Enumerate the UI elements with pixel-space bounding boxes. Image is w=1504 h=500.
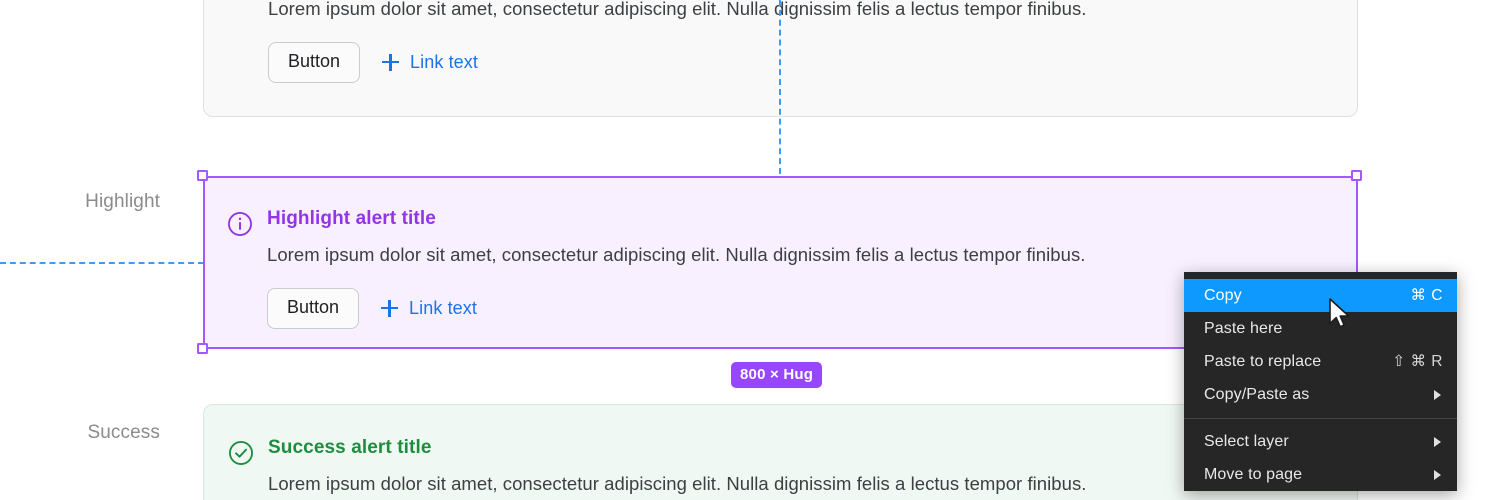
row-label-highlight: Highlight: [85, 191, 160, 212]
alert-title: Success alert title: [268, 437, 432, 458]
plus-icon: [381, 299, 399, 317]
selection-handle-top-left[interactable]: [197, 170, 208, 181]
info-circle-icon: [227, 211, 253, 237]
alert-actions: Button Link text: [268, 41, 1333, 83]
plus-icon: [382, 53, 400, 71]
alert-card-highlight[interactable]: Highlight alert title Lorem ipsum dolor …: [203, 176, 1358, 349]
alert-card-success[interactable]: Success alert title Lorem ipsum dolor si…: [203, 404, 1358, 500]
context-menu-item-paste-here[interactable]: Paste here: [1184, 312, 1457, 345]
alert-link[interactable]: Link text: [382, 52, 478, 73]
alignment-guide-vertical: [779, 0, 781, 174]
context-menu-item-paste-to-replace[interactable]: Paste to replace ⇧ ⌘ R: [1184, 345, 1457, 378]
alert-description: Lorem ipsum dolor sit amet, consectetur …: [268, 0, 1087, 19]
row-label-success: Success: [87, 422, 160, 443]
alert-actions: Button Link text: [267, 287, 1334, 329]
alignment-guide-horizontal: [0, 262, 204, 264]
alert-button[interactable]: Button: [267, 287, 360, 329]
alert-link-label: Link text: [409, 297, 477, 318]
context-menu-label: Move to page: [1204, 465, 1303, 483]
submenu-arrow-icon: [1434, 469, 1441, 480]
context-menu-shortcut: ⌘ C: [1410, 287, 1443, 304]
context-menu-label: Copy: [1204, 286, 1242, 304]
context-menu-item-move-to-page[interactable]: Move to page: [1184, 458, 1457, 491]
context-menu-separator: [1184, 418, 1457, 419]
alert-title: Highlight alert title: [267, 208, 436, 229]
context-menu-label: Select layer: [1204, 432, 1289, 450]
selection-handle-bottom-left[interactable]: [197, 343, 208, 354]
context-menu-shortcut: ⇧ ⌘ R: [1392, 353, 1443, 370]
submenu-arrow-icon: [1434, 389, 1441, 400]
alert-button[interactable]: Button: [268, 41, 361, 83]
context-menu-item-copy[interactable]: Copy ⌘ C: [1184, 279, 1457, 312]
alert-link-label: Link text: [410, 51, 478, 72]
size-badge: 800 × Hug: [731, 362, 823, 388]
alert-description: Lorem ipsum dolor sit amet, consectetur …: [267, 244, 1086, 265]
alert-link[interactable]: Link text: [381, 298, 477, 319]
alert-description: Lorem ipsum dolor sit amet, consectetur …: [268, 473, 1087, 494]
check-circle-icon: [228, 440, 254, 466]
context-menu-label: Paste to replace: [1204, 352, 1322, 370]
submenu-arrow-icon: [1434, 436, 1441, 447]
context-menu-label: Copy/Paste as: [1204, 385, 1310, 403]
selection-handle-top-right[interactable]: [1351, 170, 1362, 181]
context-menu[interactable]: Copy ⌘ C Paste here Paste to replace ⇧ ⌘…: [1184, 272, 1457, 491]
context-menu-item-select-layer[interactable]: Select layer: [1184, 425, 1457, 458]
context-menu-item-copy-paste-as[interactable]: Copy/Paste as: [1184, 378, 1457, 411]
context-menu-label: Paste here: [1204, 319, 1283, 337]
